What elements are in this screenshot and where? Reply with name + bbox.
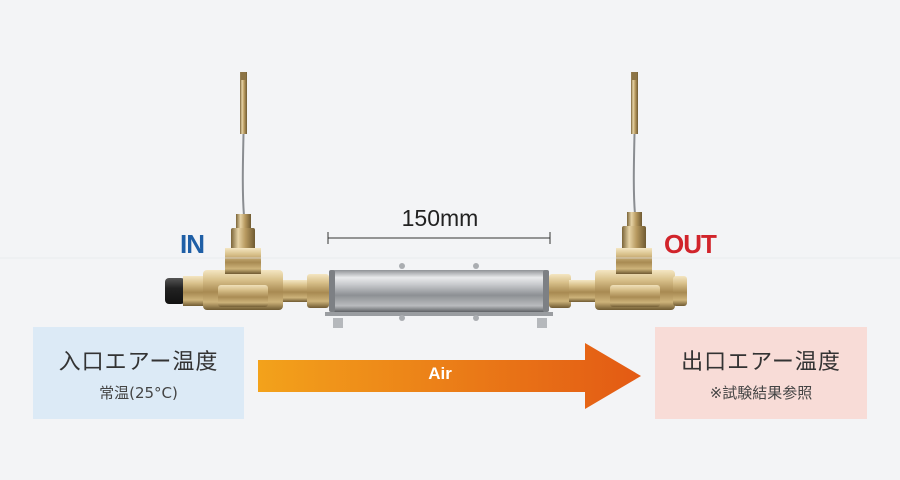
pipe-assembly [165,248,687,328]
outlet-box-subtitle: ※試験結果参照 [709,383,813,402]
air-flow-label: Air [428,364,452,383]
dimension-line [327,232,551,244]
inlet-box-subtitle: 常温(25°C) [99,383,178,402]
air-flow-arrow [258,343,641,409]
inlet-box-bg [33,327,244,419]
inlet-box-title: 入口エアー温度 [58,349,219,375]
inlet-temperature-probe [231,72,255,252]
dimension-label: 150mm [401,205,479,231]
heater-cylinder [329,270,549,312]
inlet-label: IN [180,229,205,259]
outlet-temperature-probe [622,72,646,250]
outlet-temperature-box: 出口エアー温度 ※試験結果参照 [655,327,867,419]
outlet-box-bg [655,327,867,419]
inlet-temperature-box: 入口エアー温度 常温(25°C) [33,327,244,419]
outlet-box-title: 出口エアー温度 [681,349,841,375]
outlet-label: OUT [664,229,717,259]
